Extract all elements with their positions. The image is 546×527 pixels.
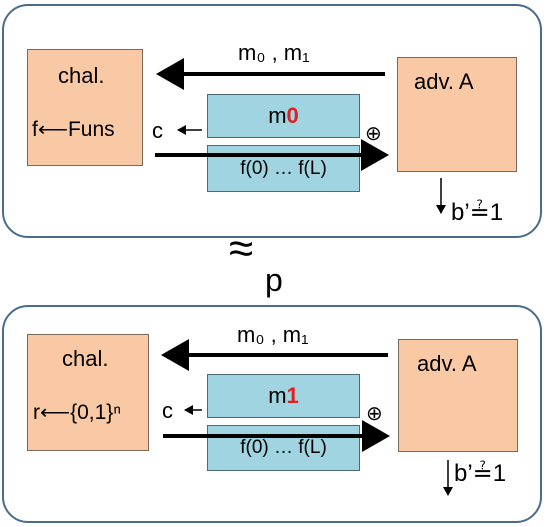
bottom-pad-box: f(0) … f(L) (207, 425, 360, 471)
top-challenger-sample: f⟵Funs (32, 118, 115, 141)
bottom-challenger-box (27, 334, 149, 451)
top-output-label: b’≟1 (451, 199, 504, 226)
bottom-adversary-box (398, 339, 518, 452)
bottom-xor-symbol: ⊕ (366, 403, 383, 425)
approx-subscript: p (265, 262, 283, 298)
top-challenger-title: chal. (58, 63, 105, 88)
top-message-prefix: m (268, 103, 287, 128)
bottom-message-bit: 1 (286, 383, 299, 408)
top-pad-box: f(0) … f(L) (207, 145, 360, 192)
bottom-c-label: c (162, 398, 173, 423)
top-adversary-title: adv. A (414, 69, 474, 94)
top-adversary-box (397, 57, 517, 172)
bottom-challenger-title: chal. (62, 346, 109, 371)
bottom-messages-label: m₀ , m₁ (237, 322, 309, 347)
bottom-message-prefix: m (268, 383, 287, 408)
top-c-label: c (152, 118, 163, 143)
top-message-bit: 0 (286, 103, 299, 128)
bottom-adversary-title: adv. A (417, 351, 477, 376)
top-challenger-box (27, 49, 143, 166)
bottom-challenger-sample: r⟵{0,1}ⁿ (33, 401, 121, 424)
top-messages-label: m₀ , m₁ (238, 40, 310, 65)
approx-symbol: ≈ (229, 224, 254, 273)
bottom-output-label: b’≟1 (454, 460, 507, 487)
